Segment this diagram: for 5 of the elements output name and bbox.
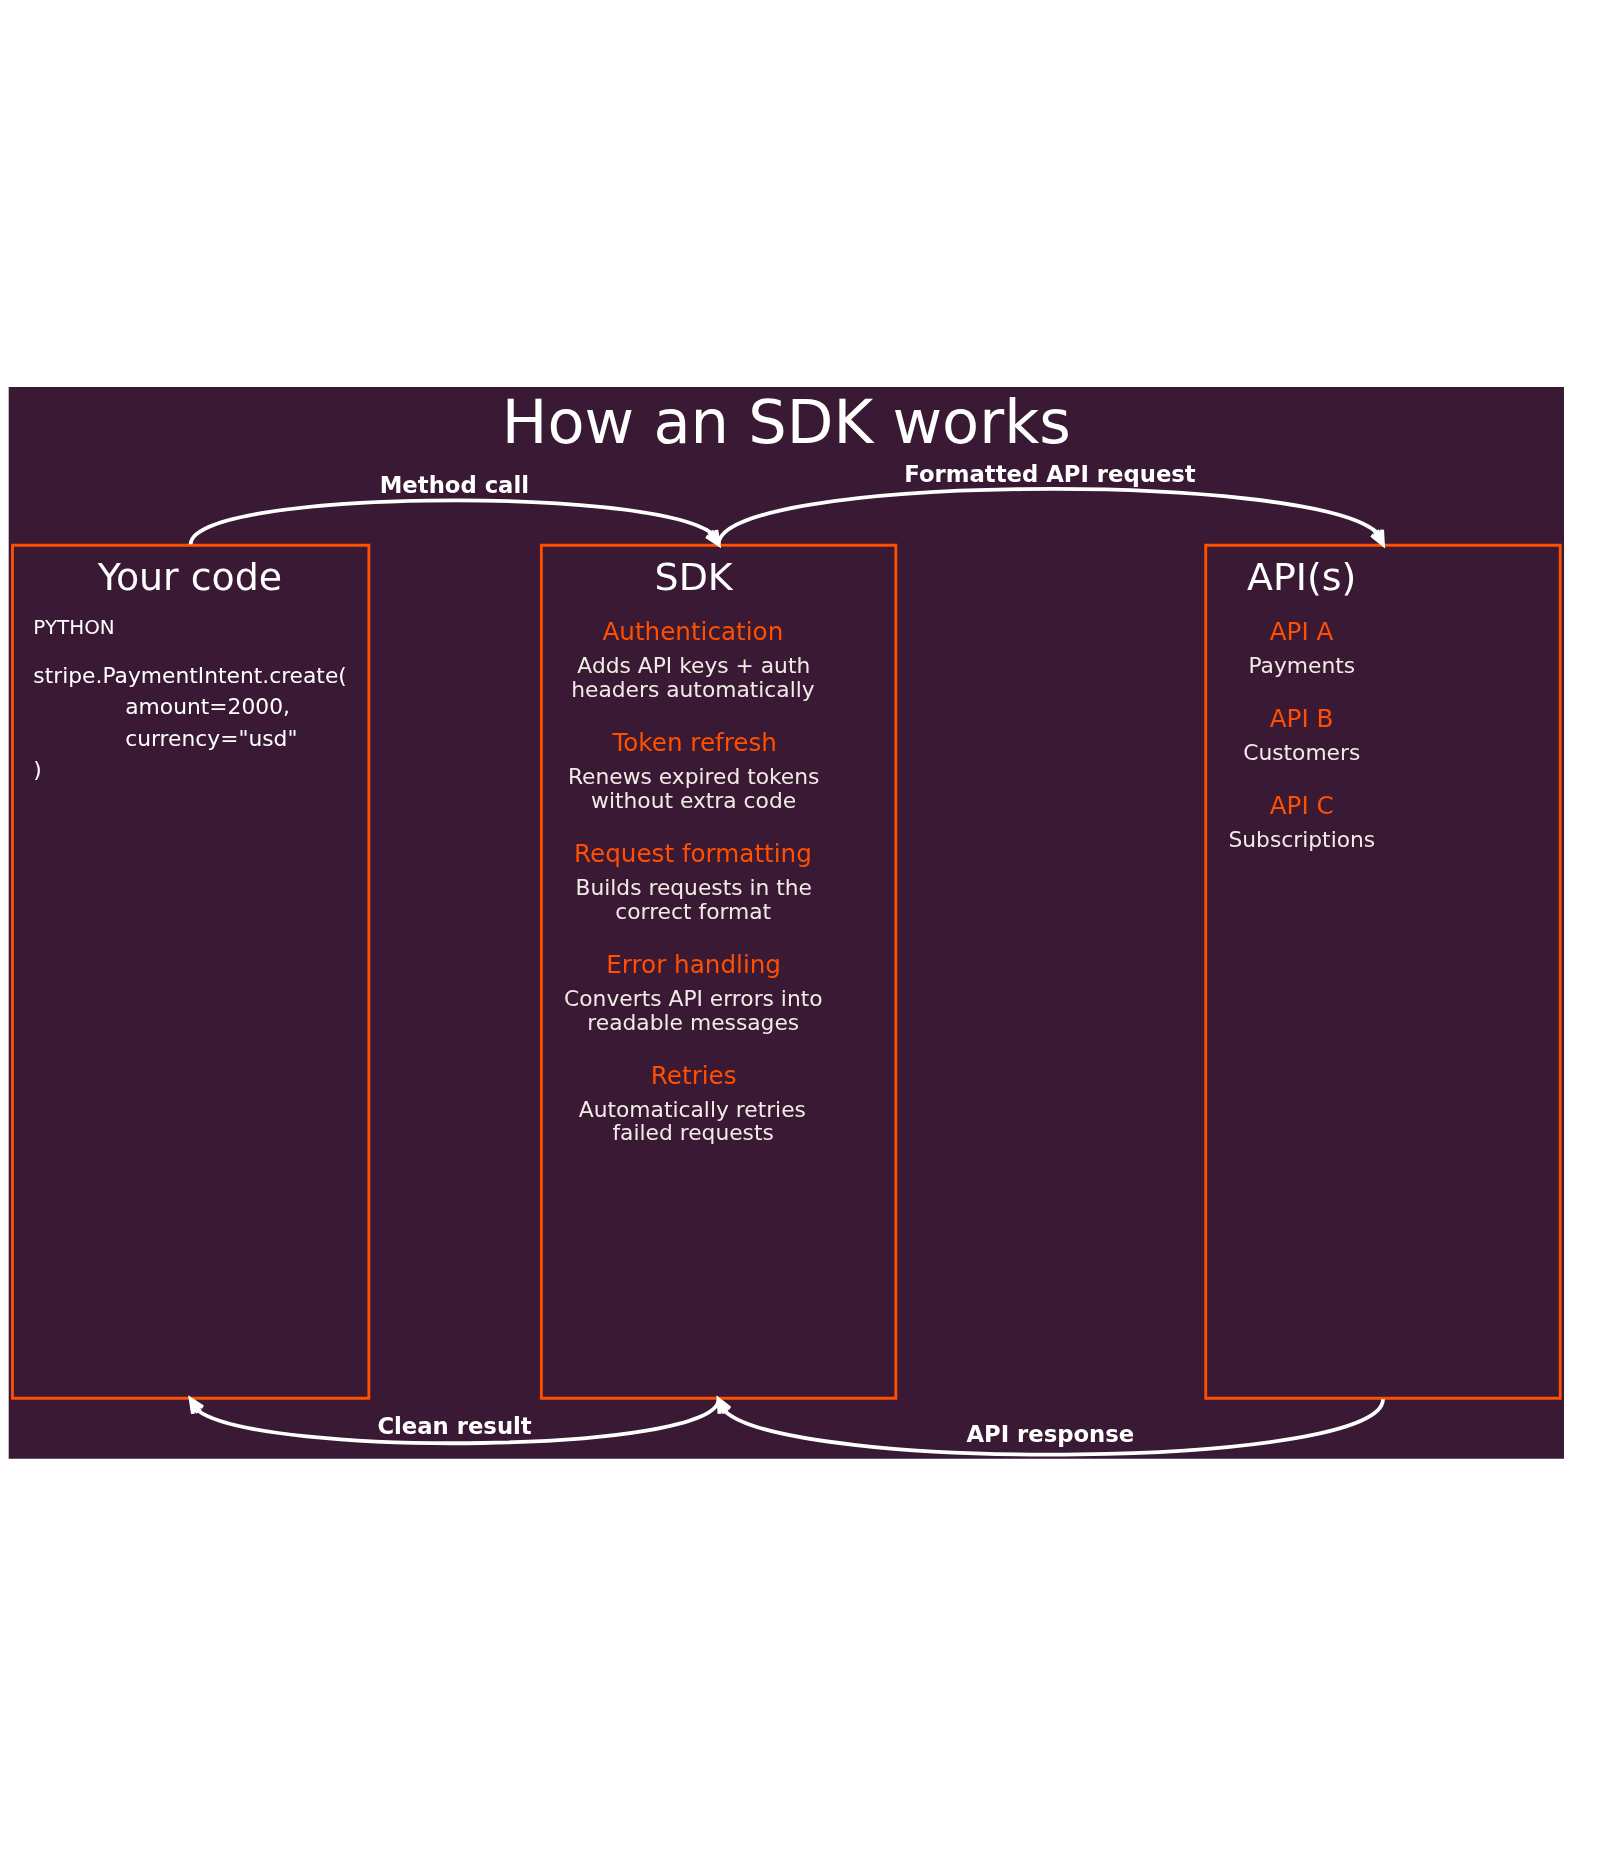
edge-label: Formatted API request — [904, 460, 1196, 487]
edge-label: Clean result — [377, 1412, 532, 1439]
edge-label: API response — [966, 1420, 1135, 1447]
diagram-title: How an SDK works — [501, 386, 1071, 457]
edge-label: Method call — [379, 471, 530, 498]
